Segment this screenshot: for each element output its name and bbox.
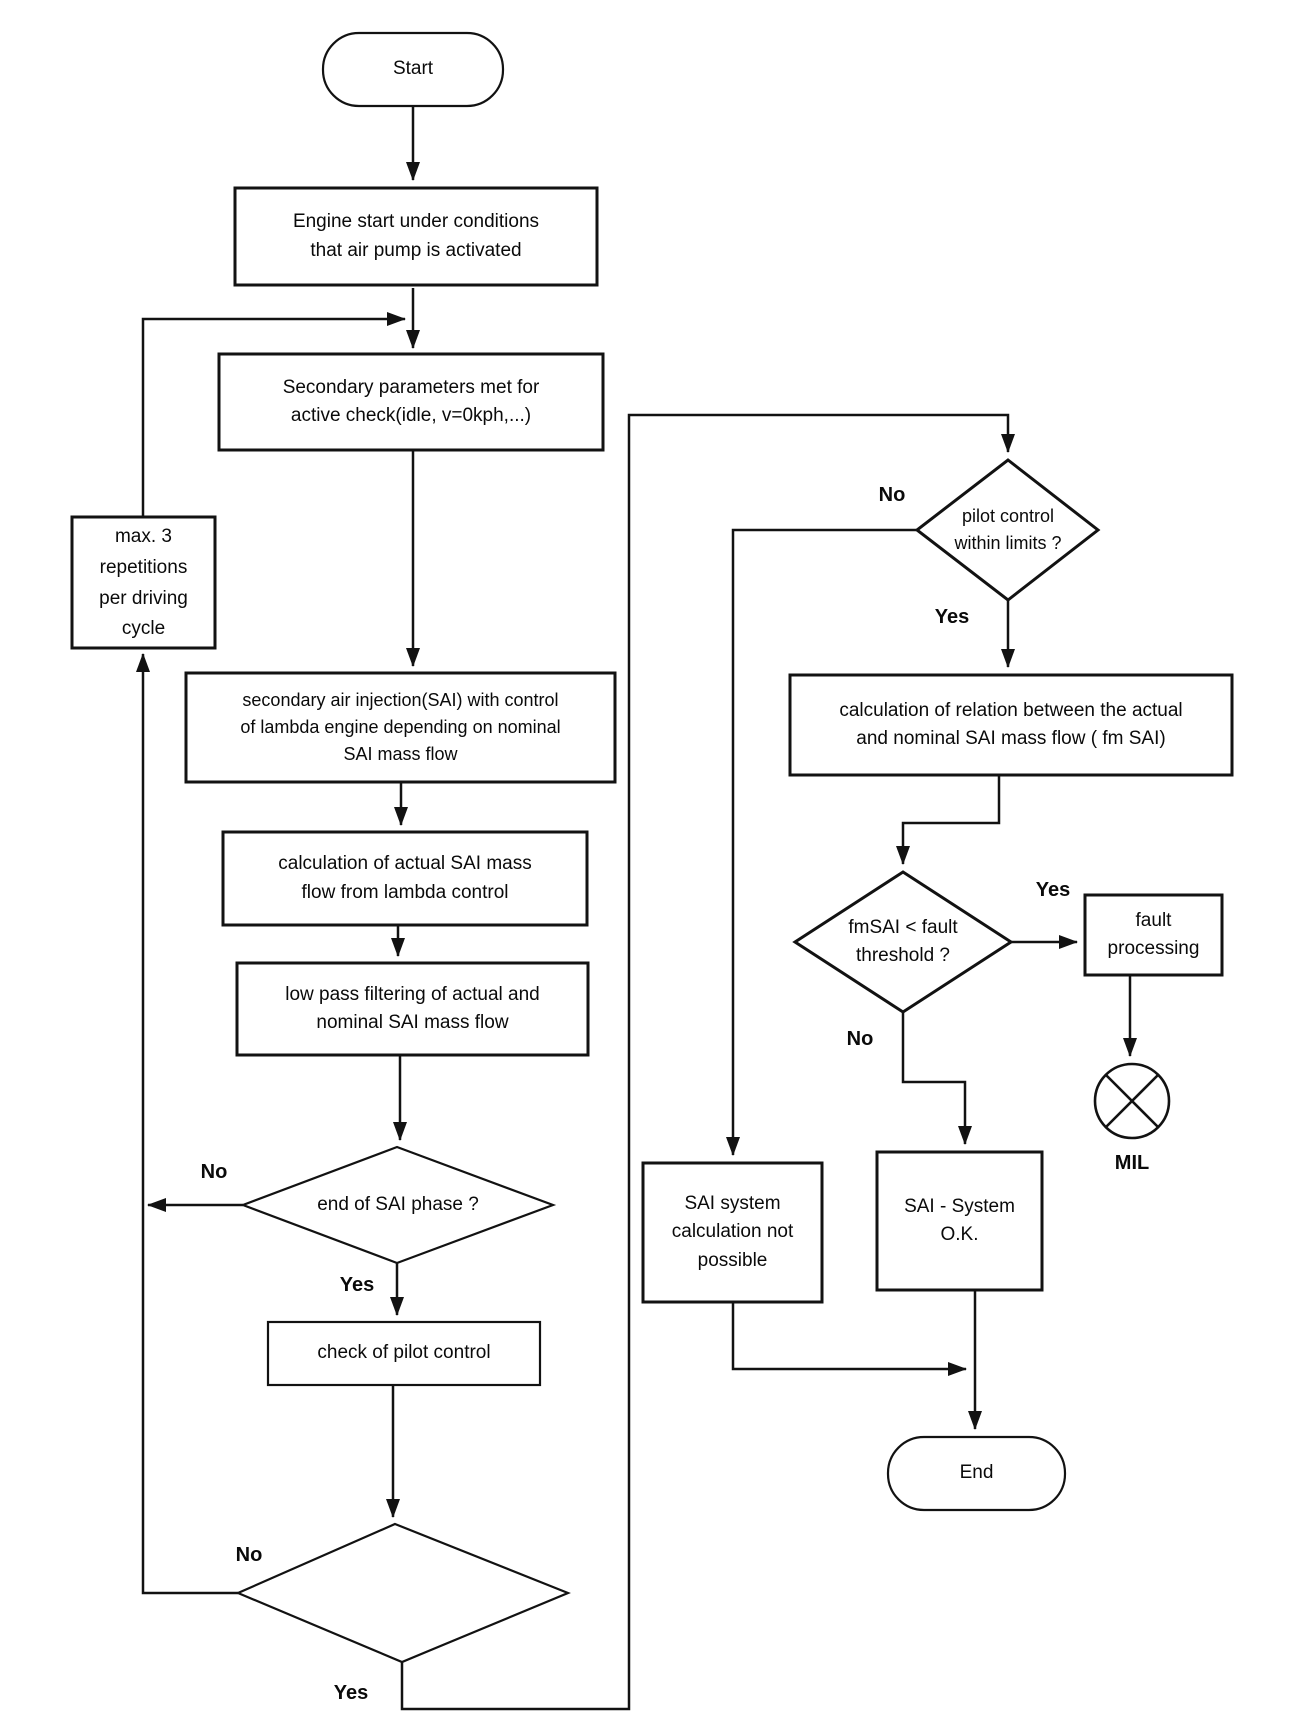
- fmsai-diamond: fmSAI < fault threshold ?: [848, 916, 958, 967]
- edge-fmsai-no-to-system-ok: [901, 1012, 972, 1145]
- check-pilot-box-shape: [266, 1320, 542, 1387]
- pilot-limits-diamond: pilot control within limits ?: [954, 506, 1062, 553]
- fmsai-no-label: No: [846, 1028, 874, 1050]
- calc-actual-box-shape: [221, 830, 589, 927]
- edge-repeat-no-to-max-repetitions: [136, 653, 238, 1595]
- end-terminator: End: [959, 1462, 994, 1484]
- repeat-diamond-shape: [235, 1522, 571, 1664]
- secondary-params-box: Secondary parameters met for active chec…: [282, 376, 540, 427]
- sai-injection-box-shape: [184, 671, 617, 784]
- edge-repeat-yes-to-pilot-limits: [400, 413, 1015, 1711]
- fmsai-diamond-shape: [792, 870, 1014, 1014]
- system-ok-box-shape: [875, 1150, 1044, 1292]
- fault-processing-box: fault processing: [1107, 909, 1200, 960]
- repeat-no-label: No: [235, 1544, 263, 1566]
- start-terminator: Start: [392, 58, 434, 80]
- pilot-yes-label: Yes: [934, 606, 970, 628]
- end-sai-diamond: end of SAI phase ?: [317, 1193, 479, 1215]
- max-repetitions-box: max. 3 repetitions per driving cycle: [99, 525, 188, 640]
- fault-processing-box-shape: [1083, 893, 1224, 977]
- check-pilot-box: check of pilot control: [317, 1342, 491, 1364]
- pilot-no-label: No: [878, 484, 906, 506]
- engine-start-box: Engine start under conditions that air p…: [292, 211, 540, 261]
- fmsai-yes-label: Yes: [1035, 879, 1071, 901]
- system-ok-box: SAI - System O.K.: [904, 1195, 1015, 1246]
- mil-label: MIL: [1114, 1152, 1150, 1174]
- end-sai-yes-label: Yes: [339, 1274, 375, 1296]
- flowchart-shapes: [70, 31, 1234, 1664]
- pilot-limits-diamond-shape: [914, 458, 1101, 602]
- mil-indicator-icon: [1093, 1062, 1171, 1140]
- not-possible-box-shape: [641, 1161, 824, 1304]
- calc-relation-box-shape: [788, 673, 1234, 777]
- edge-calc-relation-to-fmsai: [896, 775, 1001, 865]
- low-pass-box: low pass filtering of actual and nominal…: [285, 983, 540, 1034]
- max-repetitions-box-shape: [70, 515, 217, 650]
- edge-pilot-no-to-not-possible: [726, 528, 917, 1156]
- secondary-params-box-shape: [217, 352, 605, 452]
- not-possible-box: SAI system calculation not possible: [671, 1192, 794, 1271]
- end-sai-diamond-shape: [239, 1145, 557, 1265]
- edge-loop-return-to-secondary: [141, 312, 406, 517]
- repeat-yes-label: Yes: [333, 1682, 369, 1704]
- start-terminator-shape: [321, 31, 505, 108]
- calc-relation-box: calculation of relation between the actu…: [839, 699, 1183, 750]
- end-sai-no-label: No: [200, 1161, 228, 1183]
- calc-actual-box: calculation of actual SAI mass flow from…: [278, 853, 532, 903]
- low-pass-box-shape: [235, 961, 590, 1057]
- sai-injection-box: secondary air injection(SAI) with contro…: [240, 690, 561, 764]
- flowchart-edges: [136, 106, 1137, 1711]
- end-terminator-shape: [886, 1435, 1067, 1512]
- engine-start-box-shape: [233, 186, 599, 287]
- edge-not-possible-merge: [731, 1302, 967, 1376]
